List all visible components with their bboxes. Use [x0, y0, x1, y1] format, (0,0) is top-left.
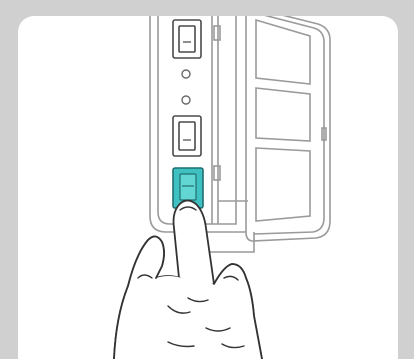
rocker-switch-1: [173, 20, 201, 58]
rocker-switch-2: [173, 116, 201, 156]
indicator-dot-1: [182, 70, 190, 78]
illustration-panel: [18, 16, 398, 359]
device-illustration: [18, 16, 398, 359]
hand-pressing-switch: [114, 200, 262, 359]
indicator-dot-2: [182, 96, 190, 104]
device-door: [214, 16, 330, 241]
